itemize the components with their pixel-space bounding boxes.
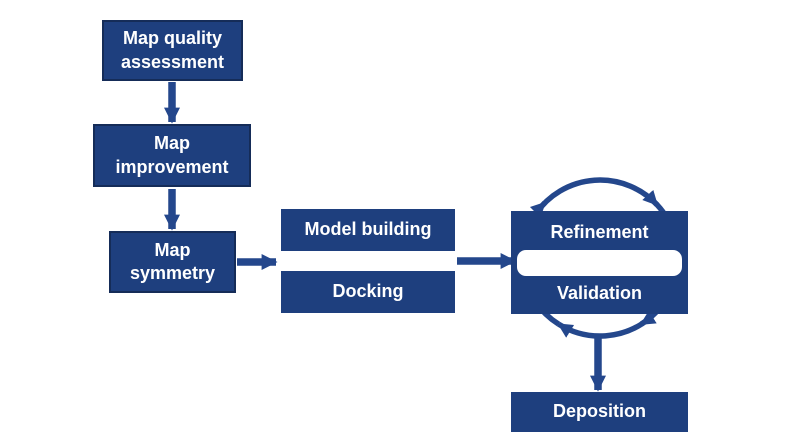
node-map-symmetry: Map symmetry [109,231,236,293]
node-label: Refinement [550,221,649,242]
node-docking: Docking [281,271,455,313]
node-validation: Validation [511,272,688,314]
node-deposition: Deposition [511,392,688,432]
node-refinement: Refinement [511,211,688,253]
refinement-validation-group: Refinement Validation [511,211,688,314]
node-label: Map quality assessment [120,28,225,72]
node-label: Model building [304,219,432,240]
node-model-building: Model building [281,209,455,251]
node-map-quality-assessment: Map quality assessment [102,20,243,81]
node-label: Map improvement [115,133,229,177]
node-label: Map symmetry [129,239,216,283]
node-label: Docking [332,281,404,302]
cycle-divider-bar [517,250,682,276]
node-label: Validation [556,282,643,303]
node-label: Deposition [553,401,646,422]
node-map-improvement: Map improvement [93,124,251,187]
